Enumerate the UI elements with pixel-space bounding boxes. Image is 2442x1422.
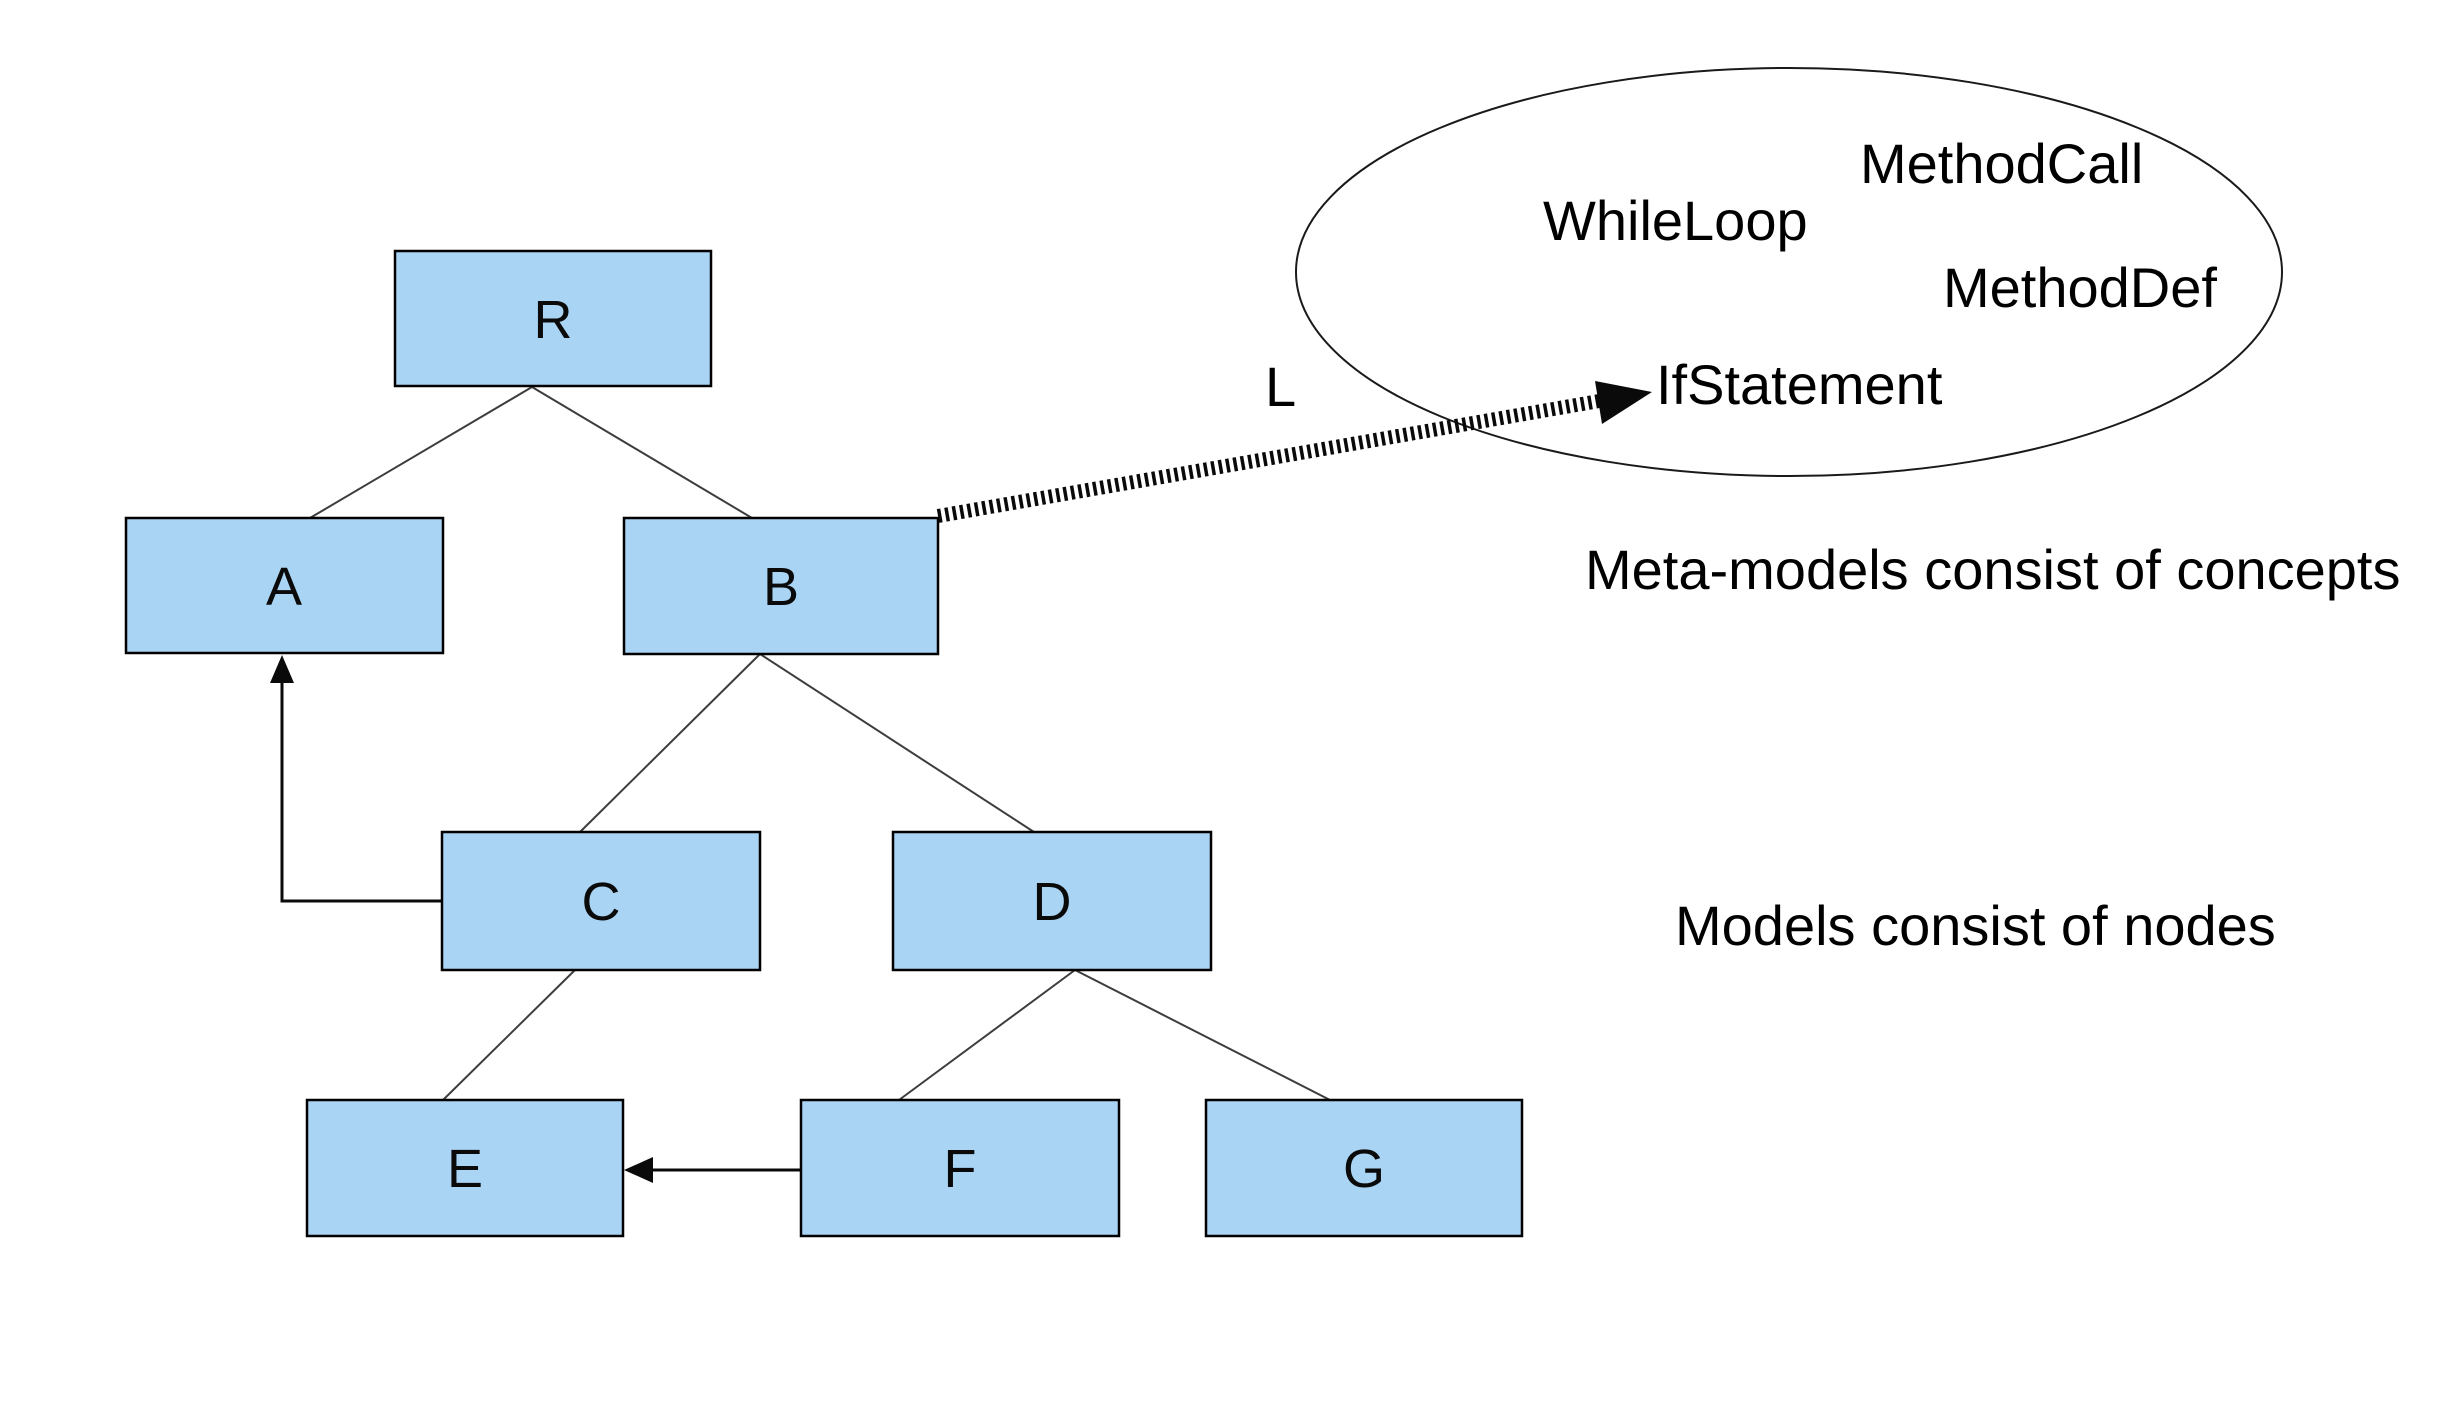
edge-R-A <box>309 386 533 519</box>
edge-R-B <box>531 386 753 519</box>
node-F-box <box>799 1098 1121 1238</box>
node-A: A <box>124 516 445 655</box>
concept-method-call: MethodCall <box>1860 132 2143 195</box>
node-C-label: C <box>582 872 621 932</box>
node-C: C <box>440 830 762 972</box>
node-C-box <box>440 830 762 972</box>
node-F-label: F <box>944 1139 977 1199</box>
node-R: R <box>393 249 713 388</box>
node-E: E <box>305 1098 625 1238</box>
arrowhead-right-icon <box>1595 381 1652 424</box>
concept-if-statement: IfStatement <box>1656 353 1943 416</box>
node-F: F <box>799 1098 1121 1238</box>
concept-method-def: MethodDef <box>1943 256 2217 319</box>
node-G-label: G <box>1343 1139 1385 1199</box>
node-A-box <box>124 516 445 655</box>
arrow-C-A <box>280 681 442 903</box>
arrowhead-left-icon <box>624 1157 653 1183</box>
node-B-label: B <box>763 557 799 617</box>
node-E-box <box>305 1098 625 1238</box>
edge-D-F <box>898 969 1076 1101</box>
node-G-box <box>1204 1098 1524 1238</box>
node-D-label: D <box>1033 872 1072 932</box>
node-R-box <box>393 249 713 388</box>
arrowhead-up-icon <box>270 655 294 683</box>
edge-B-C <box>579 653 761 833</box>
node-R-label: R <box>534 290 573 350</box>
node-D: D <box>891 830 1213 972</box>
node-D-box <box>891 830 1213 972</box>
annotation-meta-models: Meta-models consist of concepts <box>1585 538 2400 601</box>
node-B-box <box>622 516 940 656</box>
dashed-link-B-IfStatement <box>936 393 1607 523</box>
edge-B-D <box>759 653 1035 833</box>
concepts-ellipse <box>1295 67 2283 477</box>
edge-D-G <box>1074 969 1331 1101</box>
concept-while-loop: WhileLoop <box>1543 189 1808 252</box>
node-E-label: E <box>447 1139 483 1199</box>
node-A-label: A <box>266 557 302 617</box>
link-label-L: L <box>1265 355 1296 418</box>
node-G: G <box>1204 1098 1524 1238</box>
edge-C-E <box>442 969 576 1101</box>
annotation-models: Models consist of nodes <box>1675 894 2276 957</box>
node-B: B <box>622 516 940 656</box>
